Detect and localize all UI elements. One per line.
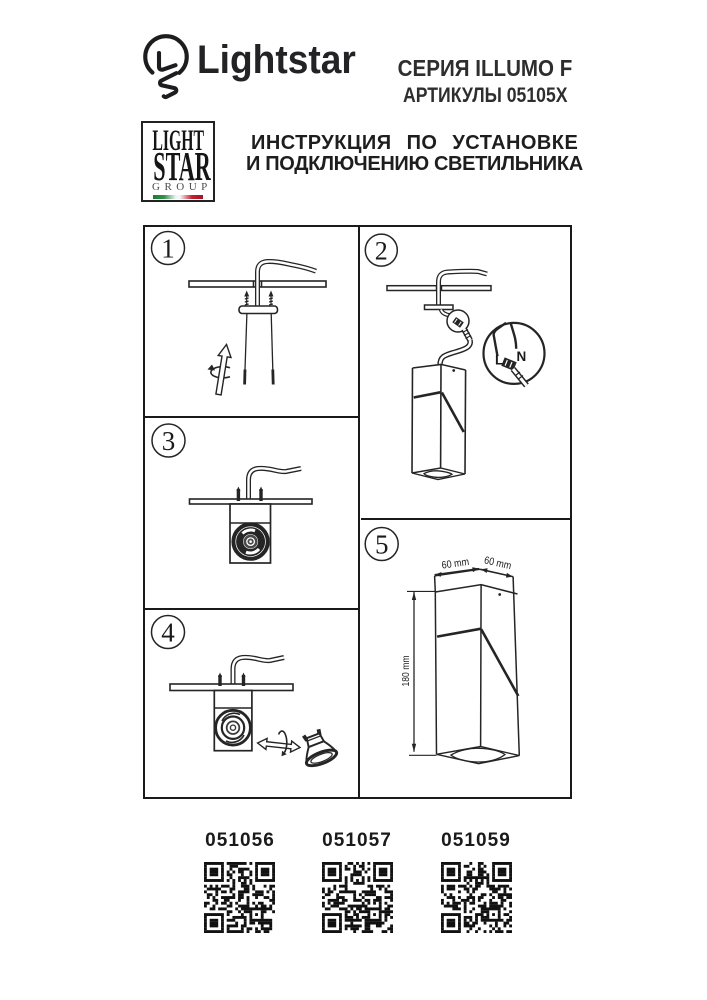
- svg-text:60 mm: 60 mm: [483, 554, 513, 572]
- svg-text:N: N: [517, 349, 527, 364]
- svg-text:2: 2: [375, 236, 388, 265]
- svg-text:1: 1: [161, 234, 175, 264]
- svg-text:180 mm: 180 mm: [400, 655, 412, 686]
- svg-text:3: 3: [162, 426, 176, 456]
- svg-text:60 mm: 60 mm: [441, 556, 470, 572]
- svg-text:5: 5: [375, 530, 389, 560]
- svg-text:4: 4: [161, 618, 175, 648]
- svg-text:L: L: [495, 353, 503, 368]
